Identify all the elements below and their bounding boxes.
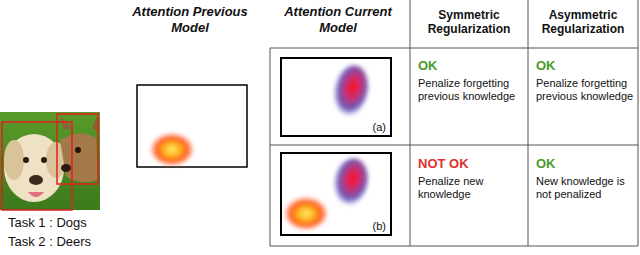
column-header: Attention Previous Model <box>130 4 250 35</box>
attention-frame: (a) <box>280 57 392 137</box>
table-cell: New knowledge is not penalized <box>536 175 634 201</box>
table-grid <box>270 0 638 246</box>
task-label: Task 1 : Dogs <box>8 215 128 231</box>
previous-attention-map <box>137 85 247 167</box>
dog-deer-photo <box>0 112 100 210</box>
table-header: Asymmetric Regularization <box>529 8 637 37</box>
verdict: NOT OK <box>418 156 518 172</box>
verdict: OK <box>536 156 632 172</box>
attention-frame: (b) <box>280 152 392 236</box>
panel-tag: (a) <box>373 121 386 133</box>
verdict: OK <box>536 58 632 74</box>
table-cell: Penalize forgetting previous knowledge <box>418 77 522 103</box>
table-cell: Penalize forgetting previous knowledge <box>536 77 634 103</box>
table-header: Symmetric Regularization <box>411 8 527 37</box>
panel-tag: (b) <box>373 220 386 232</box>
column-header: Attention Current Model <box>278 4 398 35</box>
task-label: Task 2 : Deers <box>8 234 128 250</box>
table-cell: Penalize new knowledge <box>418 175 522 201</box>
current-attention-maps <box>284 62 373 229</box>
verdict: OK <box>418 58 518 74</box>
